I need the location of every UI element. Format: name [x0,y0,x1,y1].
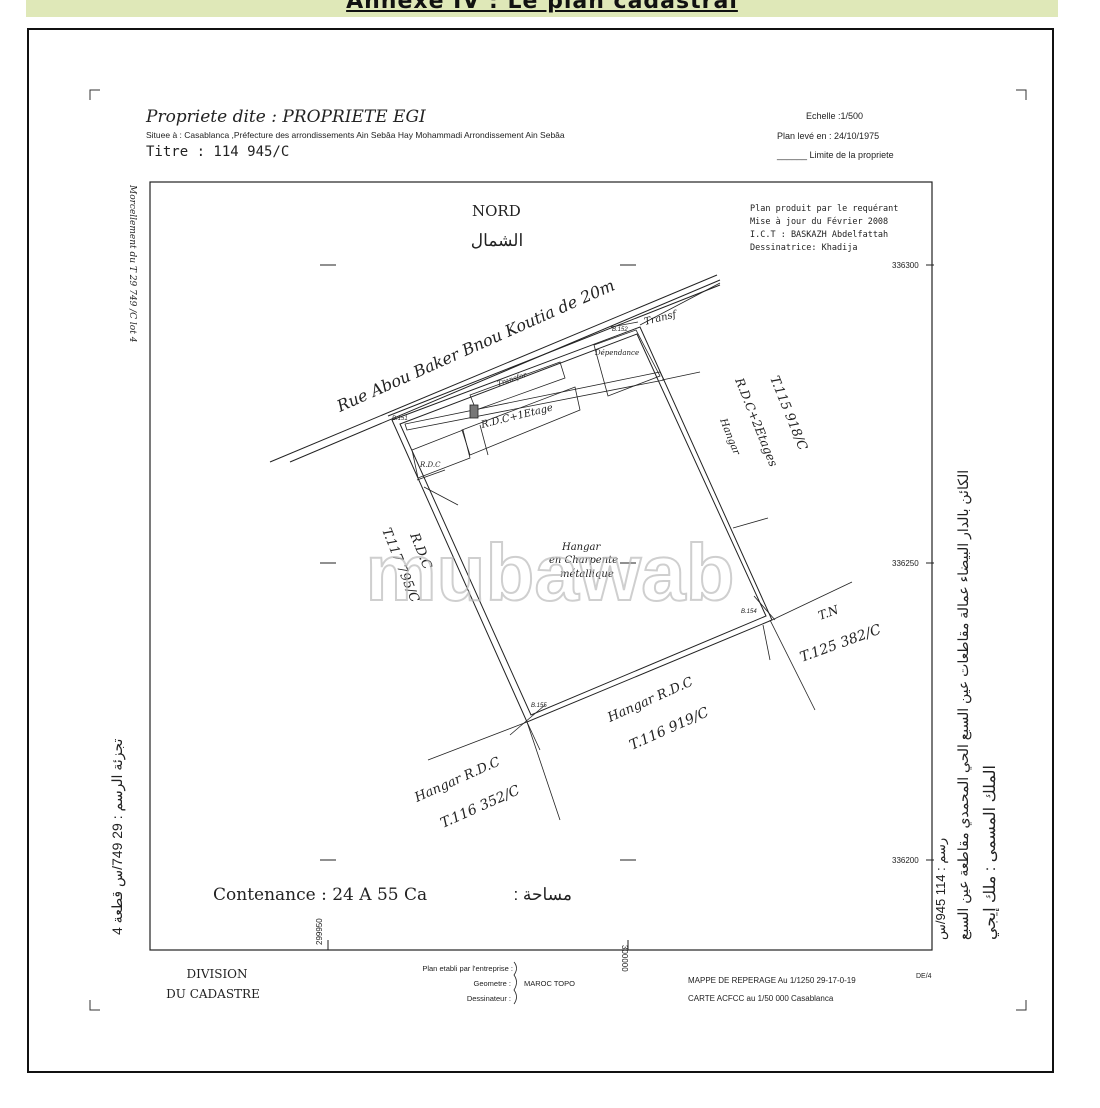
label-t115-918: T.115 918/C [766,374,810,453]
label-rdc-small: R.D.C [419,461,441,469]
footer-brace [513,961,517,1005]
producer-line-2: Mise à jour du Février 2008 [750,216,888,227]
arabic-titre: رسم : 114 945/س [933,838,949,940]
morcellement-text: Morcellement du T 29 749 /C lot 4 [127,184,137,343]
geometre-label: Geometre : [473,979,511,988]
label-charpente: en Charpente [549,555,618,566]
label-hangar-right: Hangar [717,416,742,458]
label-transfor: Transfor [496,371,528,388]
property-name: Propriete dite : PROPRIETE EGI [145,107,426,127]
boundary-markers: B.152 B.151 B.154 B.155 [392,327,757,709]
limit-legend: ______ Limite de la propriete [776,150,894,160]
carte-label: CARTE ACFCC au 1/50 000 Casablanca [688,994,834,1003]
label-transf-top: Transf [643,309,680,328]
corner-marks [89,89,1027,1011]
grid-x-right: 300000 [620,945,629,972]
watermark: mubawab [366,528,735,617]
grid-x-left: 299950 [315,918,324,945]
producer-notes: Plan produit par le requérant Mise à jou… [750,203,898,253]
mappe-label: MAPPE DE REPERAGE Au 1/1250 29-17-0-19 [688,976,856,985]
label-t125: T.125 382/C [798,622,884,666]
label-tn: T.N [816,602,841,622]
label-dependance: Dépendance [594,349,639,357]
etabli-label: Plan etabli par l'entreprise : [422,964,513,973]
grid-y-top: 336300 [892,261,919,270]
marker-b152: B.152 [612,327,628,333]
marker-b154: B.154 [741,609,757,615]
grid-y-bottom: 336200 [892,856,919,865]
producer-line-1: Plan produit par le requérant [750,203,898,214]
arabic-property: الملك المسمى : ملك إيجي [982,765,999,940]
marker-b151: B.151 [392,416,408,422]
label-metallique: métallique [560,569,614,580]
contenance-arabic: : مساحة [513,885,572,904]
dessinateur-label: Dessinateur : [467,994,511,1003]
title-banner: Annexe IV : Le plan cadastral [26,0,1058,17]
scale-label: Echelle :1/500 [806,111,863,121]
annex-title: Annexe IV : Le plan cadastral [346,0,738,14]
north-label-arabic: الشمال [471,231,523,250]
grid-ticks [320,264,934,950]
buildings [404,321,665,481]
outer-frame [27,28,1054,1073]
arabic-location: الكائن بالدار البيضاء عمالة مقاطعات عين … [955,470,972,940]
company-name: MAROC TOPO [524,979,575,988]
map-frame [149,181,933,951]
arabic-morcellement: تجزئة الرسم : 29 749/س قطعة 4 [109,739,126,935]
mappe-superscript: DE/4 [916,973,932,980]
producer-line-4: Dessinatrice: Khadija [750,243,857,253]
north-label: NORD [472,202,521,220]
label-hangar-center: Hangar [561,542,601,553]
street-lines [269,274,721,463]
grid-y-mid: 336250 [892,559,919,568]
producer-line-3: I.C.T : BASKAZH Abdelfattah [750,230,888,240]
plan-date: Plan levé en : 24/10/1975 [777,131,879,141]
dimension-ticks [423,282,853,821]
titre-number: Titre : 114 945/C [146,144,289,160]
marker-b155: B.155 [531,703,547,709]
contenance: Contenance : 24 A 55 Ca [213,885,427,905]
cadastre-label: DU CADASTRE [166,987,260,1001]
parcel-boundary [391,326,773,723]
division-label: DIVISION [186,967,247,981]
property-location: Situee à : Casablanca ,Préfecture des ar… [146,130,565,140]
